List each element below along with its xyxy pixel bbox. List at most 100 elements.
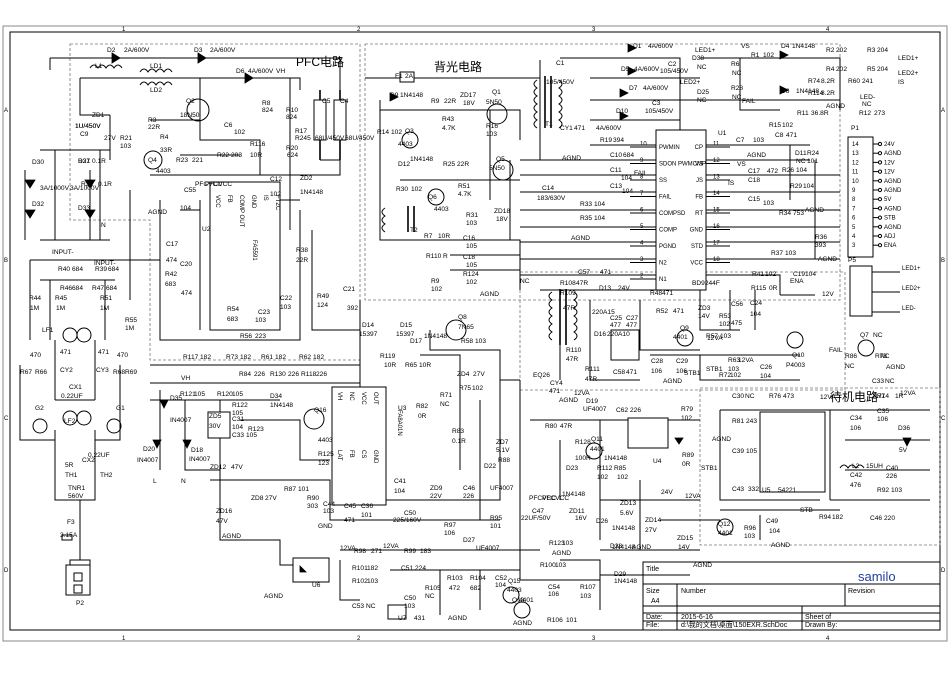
component-label: 0R <box>418 413 427 420</box>
component-label: 24V <box>661 489 673 496</box>
component-label: R66 <box>35 369 47 376</box>
component-label: 4401 <box>718 530 733 537</box>
component-label: 471 <box>344 517 355 524</box>
connector-p5-pins: LED1+LED2+LED- <box>872 266 921 313</box>
component-label: 470 <box>30 352 41 359</box>
component-label: 8.2R <box>821 90 835 97</box>
component-label: R29 <box>790 183 802 190</box>
component-label: 471 <box>98 349 109 356</box>
component-label: R94 <box>819 514 831 521</box>
border-col-top-2: 2 <box>357 27 361 33</box>
ic-u1-pin-number: 3 <box>640 257 644 263</box>
component-label: 4A/600V <box>634 66 660 73</box>
component-label: C42 <box>850 472 862 479</box>
component-label: R79 <box>681 406 693 413</box>
component-label: C19 <box>793 271 805 278</box>
border-row-left-A: A <box>4 108 8 114</box>
component-label: 106 <box>850 425 861 432</box>
net-agnd-bl: AGND <box>480 291 499 298</box>
net-agnd-cy4: AGND <box>559 397 578 404</box>
ic-u1-pin-number: 2 <box>640 274 644 280</box>
component-label: 4401 <box>673 334 688 341</box>
component-label: 10R <box>438 233 450 240</box>
ic-u2 <box>209 181 281 331</box>
net-is-u1: IS <box>728 180 735 187</box>
ic-u1 <box>655 129 707 291</box>
ic-u1-pin-number: 18 <box>713 257 720 263</box>
net-agnd-t1: AGND <box>562 155 581 162</box>
component-label: R122 <box>232 402 248 409</box>
net-agnd-zd16: AGND <box>222 533 241 540</box>
component-label: R111 <box>585 366 600 373</box>
component-label: LED2+ <box>898 70 918 77</box>
component-label: C12 <box>270 176 282 183</box>
component-label: C9 <box>80 131 89 138</box>
component-label: 204 <box>877 66 888 73</box>
diode-d7 <box>619 88 629 98</box>
component-label: 1U/450V <box>75 123 101 130</box>
component-label: D18 <box>191 447 203 454</box>
component-label: 104 <box>760 373 771 380</box>
component-label: 106 <box>444 530 455 537</box>
connector-p1-pin-number: 12 <box>852 160 859 166</box>
component-label: R65 <box>405 362 417 369</box>
component-label: 7N65 <box>458 324 474 331</box>
connector-p1-pin-dot <box>877 187 883 193</box>
component-label: NC <box>425 593 435 600</box>
net-labels: VH INPUT- INPUT- N L N VS FAIL FAIL VS I… <box>52 43 916 600</box>
component-label: 15397 <box>396 331 415 338</box>
border-row-left-B: B <box>4 258 8 264</box>
sheet-label: Sheet of <box>805 614 831 621</box>
component-label: 473 <box>783 393 794 400</box>
component-label: 5.1V <box>496 447 510 454</box>
component-label: 273 <box>874 110 885 117</box>
net-input-b: INPUT- <box>94 260 116 267</box>
component-label: R32 <box>81 181 93 188</box>
component-label: 12V <box>822 291 834 298</box>
ic-u1-pin-number: 17 <box>713 241 720 247</box>
component-label: R72 <box>719 372 731 379</box>
connector-p1-signal: AGND <box>884 151 902 157</box>
component-label: 102 <box>391 129 402 136</box>
component-label: 106 <box>676 368 687 375</box>
component-label: R83 <box>452 428 464 435</box>
component-label: 102 <box>472 385 483 392</box>
component-label: 560V <box>68 493 84 500</box>
ic-u1-pin-name: VCC <box>690 261 703 267</box>
component-label: D28 <box>610 543 622 550</box>
component-label: 18V <box>463 100 475 107</box>
component-label: R78 <box>875 353 887 360</box>
component-label: C36 <box>361 503 373 510</box>
pfc-section-title: PFC电路 <box>296 54 344 69</box>
size-value: A4 <box>651 598 660 605</box>
component-label: D15 <box>400 322 412 329</box>
net-agnd-q12: AGND <box>771 542 790 549</box>
component-label: 27V <box>645 527 657 534</box>
component-label: CY2 <box>60 367 73 374</box>
connector-p1-pin-number: 6 <box>852 216 856 222</box>
component-label: C10 <box>610 152 622 159</box>
bridge-diode-d32 <box>24 209 36 219</box>
gas-discharge-g1 <box>106 418 122 434</box>
component-label: 1N4148 <box>792 43 815 50</box>
net-vs: VS <box>741 43 750 50</box>
component-label: 33R <box>160 147 172 154</box>
component-label: TH2 <box>100 472 113 479</box>
component-label: 27V <box>265 495 277 502</box>
component-label: 30V <box>209 423 221 430</box>
component-label: D34 <box>270 393 282 400</box>
component-label: R106 <box>547 617 563 624</box>
zener-zd5-block <box>207 411 231 439</box>
connector-p1-pin-dot <box>877 141 883 147</box>
component-label: R49 <box>317 293 329 300</box>
diode-d1 <box>627 43 637 53</box>
component-label: 1N4148 <box>400 92 423 99</box>
net-nc-bl: NC <box>520 278 530 285</box>
transistor-q6 <box>427 188 445 206</box>
ic-u1-pin-name: FAIL <box>659 195 672 201</box>
component-label: LED1+ <box>898 55 918 62</box>
ic-u1-pin-number: 4 <box>640 241 644 247</box>
component-label: D32 <box>32 201 44 208</box>
